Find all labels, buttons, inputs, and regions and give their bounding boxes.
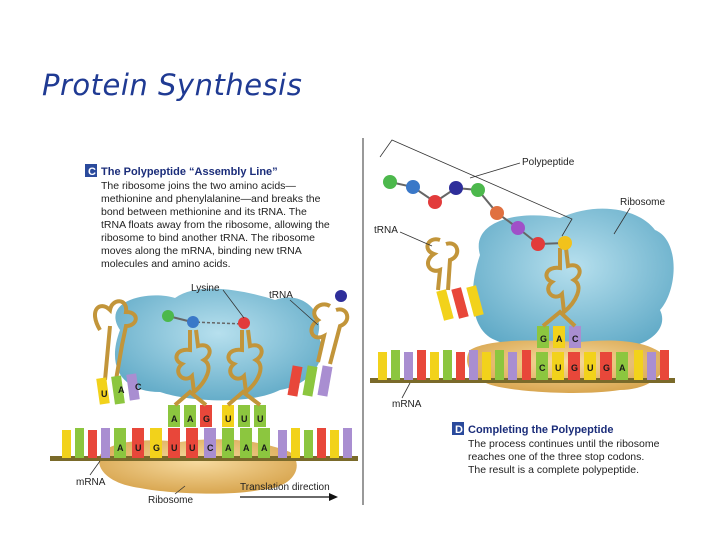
amino-acid-bead — [428, 195, 442, 209]
panel-c-body-line: The ribosome joins the two amino acids— — [101, 180, 296, 192]
panel-c-body-line: tRNA floats away from the ribosome, allo… — [101, 219, 330, 231]
trna-departing — [425, 237, 484, 321]
amino-acid-bead — [383, 175, 397, 189]
anticodon-base: C — [135, 382, 142, 392]
anticodon-base: A — [171, 414, 178, 424]
label-ribosome: Ribosome — [148, 495, 193, 506]
codon-base: U — [135, 443, 142, 453]
label-ribosome: Ribosome — [620, 197, 665, 208]
mrna-bases — [378, 350, 669, 380]
codon-base: G — [603, 363, 610, 373]
panel-c-body-line: ribosome to bind another tRNA. The ribos… — [101, 232, 315, 244]
anticodon-base: U — [241, 414, 248, 424]
label-polypeptide: Polypeptide — [522, 157, 575, 168]
panel-c-badge-letter: C — [88, 166, 96, 178]
panel-d-badge — [452, 422, 464, 435]
mrna-bases — [62, 428, 352, 458]
codon-base: U — [587, 363, 594, 373]
amino-acid-bead — [162, 310, 174, 322]
amino-acid-bead — [335, 290, 347, 302]
amino-acid-bead — [511, 221, 525, 235]
amino-acid-bead — [471, 183, 485, 197]
panel-c-body-line: methionine and phenylalanine—and breaks … — [101, 193, 321, 205]
panel-c-body: The ribosome joins the two amino acids— … — [101, 180, 330, 270]
codon-base: U — [189, 443, 196, 453]
panel-d-body-line: The process continues until the ribosome — [468, 438, 660, 450]
label-translation-direction: Translation direction — [240, 482, 330, 493]
codon-base: G — [153, 443, 160, 453]
anticodon-base: A — [187, 414, 194, 424]
amino-acid-bead — [449, 181, 463, 195]
amino-acid-bead — [490, 206, 504, 220]
label-lysine: Lysine — [191, 283, 220, 294]
arrow-right-icon — [329, 493, 338, 501]
panel-c-body-line: moves along the mRNA, binding new tRNA — [101, 245, 302, 257]
panel-c-heading: The Polypeptide “Assembly Line” — [101, 166, 278, 178]
label-mrna: mRNA — [76, 477, 106, 488]
codon-base: A — [243, 443, 250, 453]
mrna-strand — [50, 456, 358, 461]
codon-base: A — [117, 443, 124, 453]
anticodon-base: A — [118, 385, 125, 395]
amino-acid-bead — [406, 180, 420, 194]
panel-d-heading: Completing the Polypeptide — [468, 424, 613, 436]
trna-middle-1: A A G — [168, 329, 212, 427]
codon-base: U — [555, 363, 562, 373]
mrna-strand — [370, 378, 675, 383]
trna-departing: U A C — [93, 299, 142, 405]
anticodon-base: U — [101, 389, 108, 399]
codon-base: C — [207, 443, 214, 453]
anticodon-base: A — [556, 334, 563, 344]
panel-c-body-line: bond between methionine and its tRNA. Th… — [101, 206, 307, 218]
polypeptide-bracket — [379, 139, 573, 237]
amino-acid-bead — [558, 236, 572, 250]
label-trna: tRNA — [269, 290, 293, 301]
amino-acid-bead — [187, 316, 199, 328]
codon-base: A — [619, 363, 626, 373]
lysine-bead — [238, 317, 250, 329]
codon-base: G — [571, 363, 578, 373]
anticodon-base: G — [540, 334, 547, 344]
panel-d-body-line: The result is a complete polypeptide. — [468, 464, 639, 476]
amino-acid-bead — [531, 237, 545, 251]
panel-d-body-line: reaches one of the three stop codons. — [468, 451, 644, 463]
anticodon-base: G — [203, 414, 210, 424]
anticodon-base: C — [572, 334, 579, 344]
panel-c: C The Polypeptide “Assembly Line” The ri… — [50, 164, 358, 506]
trna-bound: G A C — [537, 247, 582, 348]
trna-middle-2: U U U — [222, 329, 266, 427]
codon-base: A — [261, 443, 268, 453]
panel-d: C U G U G A G A C — [370, 139, 675, 476]
anticodon-base: U — [257, 414, 264, 424]
page-title: Protein Synthesis — [42, 68, 303, 102]
panel-d-badge-letter: D — [455, 424, 463, 436]
anticodon-base: U — [225, 414, 232, 424]
trna-incoming — [287, 302, 350, 397]
panel-c-badge — [85, 164, 97, 177]
mrna-codon-letters: C U G U G A — [539, 363, 626, 373]
label-mrna: mRNA — [392, 399, 422, 410]
mrna-codon-letters: A U G U U C A A A — [117, 443, 268, 453]
panel-c-body-line: molecules and amino acids. — [101, 258, 231, 270]
label-trna: tRNA — [374, 225, 398, 236]
codon-base: A — [225, 443, 232, 453]
codon-base: C — [539, 363, 546, 373]
codon-base: U — [171, 443, 178, 453]
